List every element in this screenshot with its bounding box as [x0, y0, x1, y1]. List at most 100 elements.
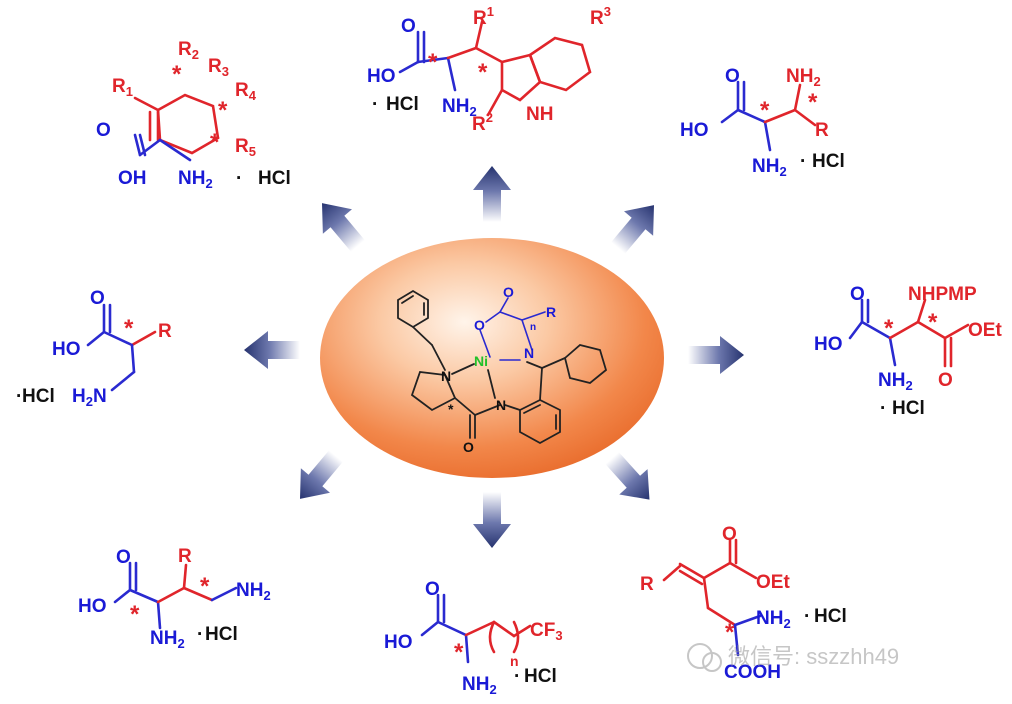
tl-dot: ·	[236, 168, 242, 189]
tr-star-1: *	[760, 97, 770, 124]
complex-nickel: Ni	[474, 353, 488, 369]
top-star-2: *	[478, 59, 488, 86]
tl-star-2: *	[218, 97, 228, 124]
tl-r5: R5	[235, 136, 256, 159]
complex-o: O	[474, 317, 485, 333]
top-r3: R3	[590, 4, 611, 29]
catalyst-sphere	[320, 238, 664, 478]
tr-hcl: HCl	[812, 151, 845, 172]
molecule-top: O HO NH2 R1 R2 R3 NH * * · HCl	[367, 4, 611, 135]
complex-n-proline: N	[441, 368, 451, 384]
bl-nh2-end: NH2	[236, 580, 271, 603]
right-ho: HO	[814, 334, 843, 355]
bl-o: O	[116, 547, 131, 568]
right-o2: O	[938, 370, 953, 391]
arrow-down	[473, 492, 511, 548]
tr-o: O	[725, 66, 740, 87]
arrow-up-right	[603, 192, 669, 261]
top-o: O	[401, 16, 416, 37]
right-nh2: NH2	[878, 370, 913, 393]
bottom-cf3: CF3	[530, 620, 563, 643]
top-r1: R1	[473, 4, 494, 29]
arrow-up-left	[307, 190, 373, 259]
right-star-2: *	[928, 309, 938, 336]
right-oet: OEt	[968, 320, 1002, 341]
molecule-bottom: O HO CF3 n NH2 * · HCl	[384, 579, 563, 697]
bl-dot: ·	[197, 624, 203, 645]
tl-star-3: *	[210, 129, 220, 156]
complex-n-imine: N	[524, 345, 534, 361]
tr-nh2-alpha: NH2	[752, 156, 787, 179]
complex-n-amide: N	[496, 397, 506, 413]
bottom-o: O	[425, 579, 440, 600]
arrow-left	[244, 331, 300, 369]
nickel-complex: O O N R n Ni N N O *	[397, 284, 608, 455]
top-hcl: HCl	[386, 94, 419, 115]
top-dot: ·	[372, 94, 378, 115]
right-o: O	[850, 284, 865, 305]
watermark-text: 微信号: sszzhh49	[728, 644, 899, 669]
bottom-hcl: HCl	[524, 666, 557, 687]
top-nh2: NH2	[442, 96, 477, 119]
tl-r1: R1	[112, 76, 133, 99]
br-star: *	[725, 619, 735, 646]
complex-o-carbonyl: O	[503, 284, 514, 300]
bl-star-1: *	[130, 601, 140, 628]
br-dot: ·	[804, 606, 810, 627]
tr-ho: HO	[680, 120, 709, 141]
bl-r: R	[178, 546, 192, 567]
left-dot: ·	[16, 386, 22, 407]
bl-hcl: HCl	[205, 624, 238, 645]
complex-o-amide: O	[463, 439, 474, 455]
right-dot: ·	[880, 398, 886, 419]
bl-nh2-alpha: NH2	[150, 628, 185, 651]
left-o: O	[90, 288, 105, 309]
bottom-n: n	[510, 653, 519, 669]
molecule-bottom-left: O HO R NH2 NH2 * * · HCl	[78, 546, 271, 651]
tr-star-2: *	[808, 89, 818, 116]
top-star-1: *	[428, 49, 438, 76]
tr-dot: ·	[800, 151, 806, 172]
complex-r: R	[546, 304, 556, 320]
tl-star-1: *	[172, 61, 182, 88]
wechat-icon	[687, 643, 713, 669]
top-nh: NH	[526, 104, 553, 125]
left-ho: HO	[52, 339, 81, 360]
tl-r2: R2	[178, 39, 199, 62]
br-hcl: HCl	[814, 606, 847, 627]
left-star: *	[124, 315, 134, 342]
tl-nh2: NH2	[178, 168, 213, 191]
top-r2: R2	[472, 110, 493, 135]
tl-oh: OH	[118, 168, 147, 189]
watermark: 微信号: sszzhh49	[687, 643, 899, 672]
tl-r4: R4	[235, 80, 257, 103]
right-hcl: HCl	[892, 398, 925, 419]
arrow-right	[688, 336, 744, 374]
bl-ho: HO	[78, 596, 107, 617]
tl-hcl: HCl	[258, 168, 291, 189]
bottom-dot: ·	[514, 666, 520, 687]
complex-n-sub: n	[530, 322, 536, 333]
tr-nh2-beta: NH2	[786, 66, 821, 89]
tl-o: O	[96, 120, 111, 141]
bottom-nh2: NH2	[462, 674, 497, 697]
molecule-top-left: R1 R2 R3 R4 R5 * * * O OH NH2 · HCl	[96, 39, 291, 191]
left-hcl: HCl	[22, 386, 55, 407]
br-oet: OEt	[756, 572, 790, 593]
left-h2n: H2N	[72, 386, 107, 409]
br-r: R	[640, 574, 654, 595]
molecule-bottom-right: O OEt R NH2 · HCl * COOH	[640, 524, 847, 683]
arrow-up	[473, 166, 511, 222]
bottom-ho: HO	[384, 632, 413, 653]
right-nhpmp: NHPMP	[908, 284, 977, 305]
molecule-right: O HO NHPMP NH2 O OEt * * · HCl	[814, 284, 1002, 419]
arrow-down-left	[285, 443, 351, 512]
bottom-star: *	[454, 639, 464, 666]
arrow-down-right	[597, 445, 664, 513]
br-cooh: COOH	[724, 662, 781, 683]
right-star-1: *	[884, 315, 894, 342]
tl-r3: R3	[208, 56, 229, 79]
top-ho: HO	[367, 66, 396, 87]
molecule-left: O HO R * H2N · HCl	[16, 288, 172, 409]
